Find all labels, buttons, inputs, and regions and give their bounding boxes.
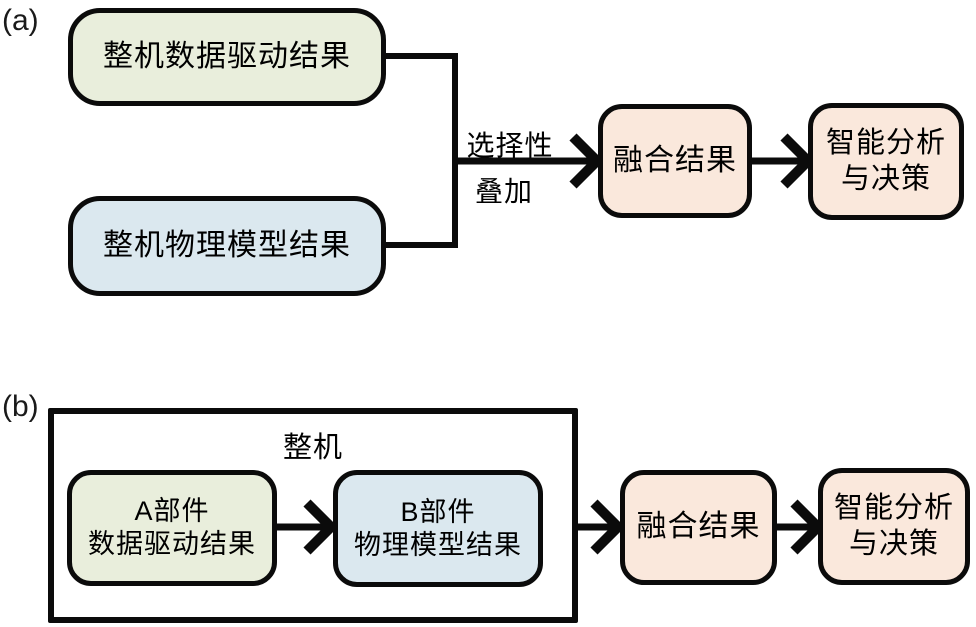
node-intelligent-analysis-b: 智能分析 与决策 [818, 468, 970, 585]
node-label-line2: 数据驱动结果 [88, 529, 256, 559]
node-fusion-result-b: 融合结果 [620, 470, 777, 585]
arrow-label-selective: 选择性 [466, 130, 554, 161]
whole-machine-container-label: 整机 [282, 432, 343, 464]
node-component-a-data-driven: A部件 数据驱动结果 [67, 470, 277, 586]
node-intelligent-analysis-a: 智能分析 与决策 [808, 103, 964, 220]
node-whole-machine-physics-model: 整机物理模型结果 [68, 196, 386, 296]
node-label: 整机物理模型结果 [103, 228, 351, 262]
connector-a-bracket [383, 53, 458, 248]
whole-machine-container [48, 408, 578, 623]
node-label-line1: B部件 [400, 496, 476, 527]
arrowhead-b-fusion [590, 499, 626, 555]
node-label-line2: 物理模型结果 [354, 529, 522, 560]
panel-b-label: (b) [2, 390, 39, 423]
node-fusion-result-a: 融合结果 [598, 104, 752, 218]
arrowhead-a-fusion [569, 133, 605, 189]
node-component-b-physics-model: B部件 物理模型结果 [333, 470, 543, 587]
node-label-line2: 与决策 [840, 162, 931, 195]
node-label-line1: A部件 [134, 496, 210, 527]
node-label: 融合结果 [613, 143, 737, 177]
node-label-line1: 智能分析 [833, 492, 954, 525]
node-whole-machine-data-driven: 整机数据驱动结果 [68, 8, 386, 106]
panel-a-label: (a) [2, 4, 39, 37]
node-label: 融合结果 [636, 510, 761, 544]
arrowhead-b-ab [303, 499, 339, 555]
arrow-label-superposition: 叠加 [474, 176, 533, 207]
node-label: 整机数据驱动结果 [103, 39, 351, 73]
node-label-line1: 智能分析 [825, 127, 946, 160]
node-label-line2: 与决策 [848, 527, 939, 560]
